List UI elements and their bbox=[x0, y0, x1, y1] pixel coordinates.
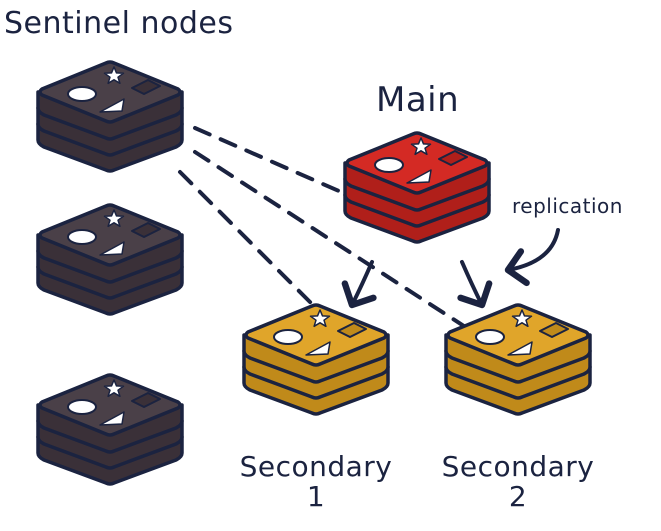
dashed-line bbox=[193, 126, 350, 197]
triangle-icon bbox=[507, 341, 533, 356]
stack-symbols bbox=[67, 209, 161, 256]
secondary-1-label: Secondary 1 bbox=[231, 452, 401, 512]
sentinel-node-1 bbox=[36, 60, 184, 173]
redis-stack-icon bbox=[343, 131, 491, 212]
secondary-2-word: Secondary bbox=[441, 450, 595, 483]
stack-symbols bbox=[374, 137, 468, 184]
star-icon bbox=[103, 379, 125, 398]
arrow-icon bbox=[504, 228, 560, 287]
replication-label: replication bbox=[512, 194, 623, 218]
replication-arrows bbox=[341, 228, 560, 309]
triangle-icon bbox=[99, 411, 125, 426]
star-icon bbox=[103, 66, 125, 85]
secondary-2-label: Secondary 2 bbox=[433, 452, 603, 512]
stack-symbols bbox=[475, 309, 569, 356]
square-icon bbox=[131, 222, 161, 238]
stack-symbols bbox=[273, 309, 367, 356]
sentinel-nodes-title: Sentinel nodes bbox=[4, 6, 234, 41]
triangle-icon bbox=[406, 169, 432, 184]
dashed-line bbox=[193, 150, 472, 332]
stack-symbols bbox=[67, 66, 161, 113]
monitoring-lines bbox=[178, 126, 472, 332]
redis-stack-icon bbox=[36, 373, 184, 454]
square-icon bbox=[131, 392, 161, 408]
triangle-icon bbox=[99, 241, 125, 256]
main-node bbox=[343, 131, 491, 244]
square-icon bbox=[131, 79, 161, 95]
square-icon bbox=[337, 322, 367, 338]
secondary-1-number: 1 bbox=[306, 480, 326, 513]
star-icon bbox=[103, 209, 125, 228]
secondary-node-2 bbox=[444, 303, 592, 416]
redis-stack-icon bbox=[36, 60, 184, 141]
square-icon bbox=[438, 150, 468, 166]
redis-stack-icon bbox=[36, 203, 184, 284]
arrow-icon bbox=[457, 260, 493, 309]
circle-icon bbox=[67, 86, 97, 102]
triangle-icon bbox=[305, 341, 331, 356]
triangle-icon bbox=[99, 98, 125, 113]
redis-stack-icon bbox=[242, 303, 390, 384]
circle-icon bbox=[67, 399, 97, 415]
secondary-2-number: 2 bbox=[508, 480, 528, 513]
circle-icon bbox=[67, 229, 97, 245]
circle-icon bbox=[273, 329, 303, 345]
main-title: Main bbox=[376, 80, 460, 120]
redis-stack-icon bbox=[444, 303, 592, 384]
star-icon bbox=[309, 309, 331, 328]
secondary-1-word: Secondary bbox=[239, 450, 393, 483]
secondary-node-1 bbox=[242, 303, 390, 416]
star-icon bbox=[410, 137, 432, 156]
square-icon bbox=[539, 322, 569, 338]
dashed-line bbox=[178, 170, 320, 312]
circle-icon bbox=[374, 157, 404, 173]
sentinel-node-2 bbox=[36, 203, 184, 316]
star-icon bbox=[511, 309, 533, 328]
arrow-icon bbox=[341, 260, 377, 309]
circle-icon bbox=[475, 329, 505, 345]
stack-symbols bbox=[67, 379, 161, 426]
sentinel-node-3 bbox=[36, 373, 184, 486]
